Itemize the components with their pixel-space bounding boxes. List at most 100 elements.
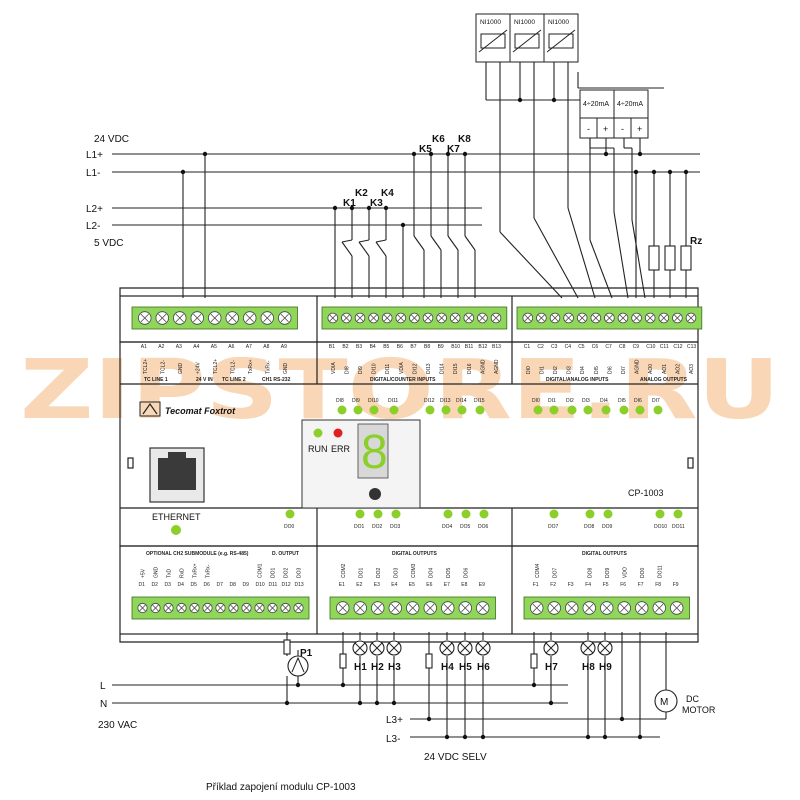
screw-terminal[interactable]	[228, 602, 239, 614]
screw-terminal[interactable]	[463, 312, 475, 324]
screw-terminal[interactable]	[522, 312, 534, 324]
status-led: DI8	[336, 398, 347, 415]
terminal-id: F6	[620, 582, 626, 588]
screw-terminal[interactable]	[549, 312, 561, 324]
screw-terminal[interactable]	[582, 601, 596, 615]
terminal-id: D13	[295, 582, 304, 588]
screw-terminal[interactable]	[409, 312, 420, 324]
screw-terminal[interactable]	[631, 312, 642, 324]
screw-terminal[interactable]	[202, 602, 213, 614]
lamp-h3: H3	[386, 640, 402, 673]
screw-terminal[interactable]	[155, 311, 169, 325]
screw-terminal[interactable]	[536, 312, 547, 324]
screw-terminal[interactable]	[354, 312, 366, 324]
screw-terminal[interactable]	[590, 312, 602, 324]
screw-terminal[interactable]	[278, 311, 292, 325]
screw-terminal[interactable]	[190, 311, 204, 325]
screw-terminal[interactable]	[341, 312, 352, 324]
terminal-signal: DI6	[607, 366, 613, 374]
terminal-signal: COM3	[411, 563, 417, 578]
terminal-signal: DO1	[358, 568, 364, 579]
terminal-id: E8	[461, 582, 467, 588]
terminal-id: C11	[660, 344, 669, 350]
screw-terminal[interactable]	[241, 602, 252, 614]
screw-terminal[interactable]	[644, 312, 656, 324]
screw-terminal[interactable]	[243, 311, 257, 325]
led-label: DI14	[456, 398, 467, 404]
screw-terminal[interactable]	[371, 601, 385, 615]
label-l2-plus: L2+	[86, 204, 103, 215]
terminal-id: C3	[551, 344, 558, 350]
svg-text:+: +	[637, 124, 642, 134]
run-led	[313, 428, 323, 438]
screw-terminal[interactable]	[327, 312, 339, 324]
screw-terminal[interactable]	[530, 601, 544, 615]
screw-terminal[interactable]	[476, 601, 490, 615]
screw-terminal[interactable]	[547, 601, 561, 615]
screw-terminal[interactable]	[173, 311, 187, 325]
screw-terminal[interactable]	[137, 602, 148, 614]
screw-terminal[interactable]	[635, 601, 649, 615]
motor-label-line1: DC	[686, 694, 699, 704]
screw-terminal[interactable]	[565, 601, 579, 615]
led-label: DO10	[654, 524, 667, 530]
led-label: DO9	[602, 524, 613, 530]
screw-terminal[interactable]	[441, 601, 455, 615]
screw-terminal[interactable]	[449, 312, 461, 324]
screw-terminal[interactable]	[685, 312, 697, 324]
screw-terminal[interactable]	[293, 602, 304, 614]
screw-terminal[interactable]	[490, 312, 502, 324]
ni1000-sensors: NI1000 NI1000 NI1000	[475, 13, 579, 63]
screw-terminal[interactable]	[260, 311, 274, 325]
screw-terminal[interactable]	[436, 312, 447, 324]
terminal-signal: DI1	[539, 366, 545, 374]
status-led: DI2	[566, 398, 577, 415]
screw-terminal[interactable]	[163, 602, 174, 614]
ethernet-port[interactable]	[149, 447, 205, 503]
screw-terminal[interactable]	[604, 312, 615, 324]
display-button[interactable]	[369, 488, 381, 500]
screw-terminal[interactable]	[138, 311, 152, 325]
screw-terminal[interactable]	[617, 312, 629, 324]
screw-terminal[interactable]	[458, 601, 472, 615]
screw-terminal[interactable]	[672, 312, 683, 324]
screw-terminal[interactable]	[176, 602, 187, 614]
screw-terminal[interactable]	[388, 601, 402, 615]
lamp-label: H7	[545, 662, 558, 673]
lamp-h7: H7	[543, 640, 559, 673]
screw-terminal[interactable]	[208, 311, 222, 325]
label-l3-plus: L3+	[386, 715, 403, 726]
terminal-signal: DO6	[463, 568, 469, 579]
screw-terminal[interactable]	[395, 312, 407, 324]
screw-terminal[interactable]	[652, 601, 666, 615]
screw-terminal[interactable]	[576, 312, 588, 324]
terminal-signal: DO4	[428, 568, 434, 579]
screw-terminal[interactable]	[477, 312, 488, 324]
screw-terminal[interactable]	[280, 602, 291, 614]
screw-terminal[interactable]	[600, 601, 614, 615]
screw-terminal[interactable]	[225, 311, 239, 325]
screw-terminal[interactable]	[406, 601, 420, 615]
screw-terminal[interactable]	[254, 602, 265, 614]
terminal-signal: DO0	[640, 568, 646, 579]
screw-terminal[interactable]	[150, 602, 161, 614]
screw-terminal[interactable]	[670, 601, 684, 615]
screw-terminal[interactable]	[658, 312, 670, 324]
screw-terminal[interactable]	[422, 312, 434, 324]
analog-sources: 4÷20mA - + 4÷20mA - +	[579, 89, 649, 139]
screw-terminal[interactable]	[215, 602, 226, 614]
screw-terminal[interactable]	[617, 601, 631, 615]
screw-terminal[interactable]	[368, 312, 379, 324]
screw-terminal[interactable]	[189, 602, 200, 614]
screw-terminal[interactable]	[267, 602, 278, 614]
screw-terminal[interactable]	[353, 601, 367, 615]
terminal-id: A6	[228, 344, 234, 350]
screw-terminal[interactable]	[563, 312, 574, 324]
screw-terminal[interactable]	[381, 312, 393, 324]
err-label: ERR	[331, 444, 351, 454]
screw-terminal[interactable]	[336, 601, 350, 615]
ethernet-label: ETHERNET	[152, 512, 201, 522]
screw-terminal[interactable]	[423, 601, 437, 615]
terminal-id: B3	[356, 344, 362, 350]
terminal-signal: DI8	[344, 366, 350, 374]
